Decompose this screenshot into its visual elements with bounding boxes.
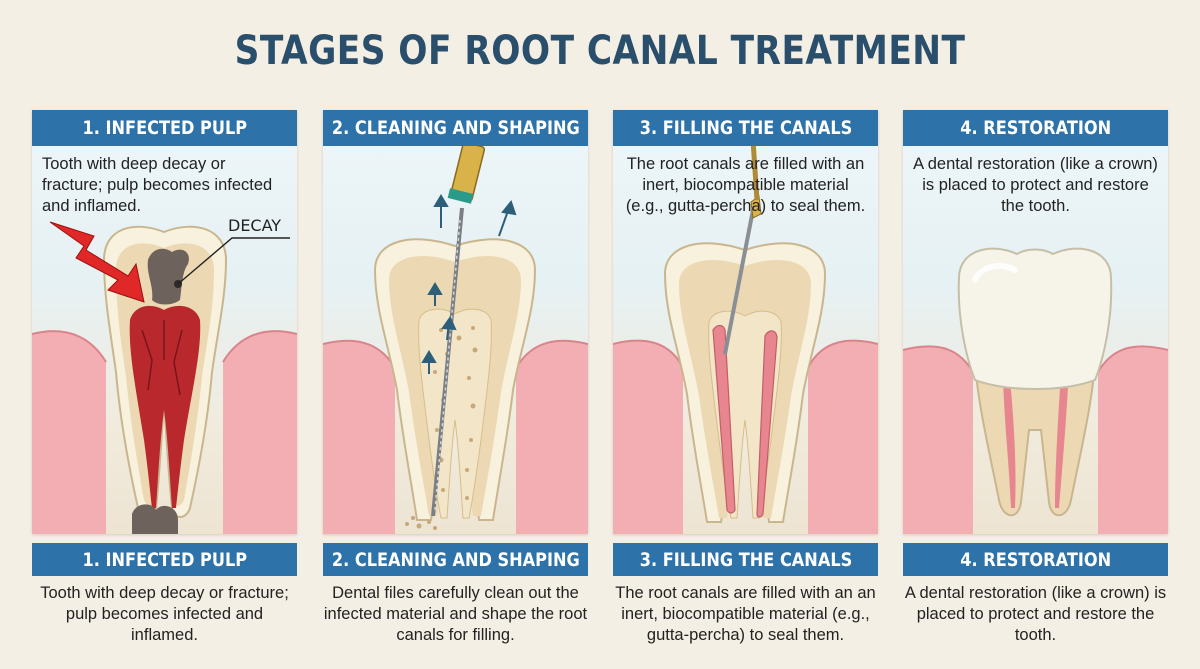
- infected-pulp: [129, 305, 201, 508]
- page-title: STAGES OF ROOT CANAL TREATMENT: [234, 28, 966, 74]
- gum-left: [903, 346, 973, 534]
- file-stopper: [447, 188, 474, 204]
- gum-right: [808, 340, 878, 534]
- filled-canal-left: [1003, 368, 1016, 508]
- caption-text-cleaning-shaping: Dental files carefully clean out the inf…: [323, 584, 588, 644]
- dental-crown: [957, 247, 1113, 390]
- abscess: [132, 504, 178, 534]
- gum-right: [516, 340, 588, 534]
- gum-left: [323, 340, 395, 534]
- caption-text-filling-canals: The root canals are filled with an an in…: [615, 584, 876, 644]
- panel-restoration: 4. RESTORATION A dental restoration (lik…: [903, 110, 1168, 534]
- gum-left: [32, 331, 106, 534]
- tooth-filling-illustration: [613, 139, 878, 534]
- panel-heading: 1. INFECTED PULP: [32, 110, 297, 146]
- gum-right: [223, 331, 297, 534]
- caption-text-infected-pulp: Tooth with deep decay or fracture; pulp …: [40, 584, 289, 644]
- caption-heading-restoration: 4. RESTORATION: [903, 543, 1168, 576]
- caption-heading-cleaning-shaping: 2. CLEANING AND SHAPING: [323, 543, 588, 576]
- panel-infected-pulp: 1. INFECTED PULP Tooth with deep decay o…: [32, 110, 297, 534]
- tooth-restoration-illustration: [903, 247, 1168, 534]
- debris-particles: [405, 326, 478, 530]
- caption-heading-filling-canals: 3. FILLING THE CANALS: [613, 543, 878, 576]
- gum-left: [613, 340, 683, 534]
- filled-canal-right: [1055, 368, 1069, 508]
- tooth-cleaning-illustration: [323, 141, 588, 534]
- panel-description: Tooth with deep decay or fracture; pulp …: [42, 155, 273, 215]
- panel-description: The root canals are filled with an inert…: [625, 155, 866, 215]
- panel-heading: 4. RESTORATION: [903, 110, 1168, 146]
- panel-filling-canals: 3. FILLING THE CANALS The root canals ar…: [613, 110, 878, 534]
- debris-arrows: [421, 194, 517, 374]
- gum-right: [1098, 346, 1168, 534]
- panel-cleaning-shaping: 2. CLEANING AND SHAPING: [323, 110, 588, 534]
- decay-label: DECAY: [228, 216, 282, 235]
- gutta-percha-left: [712, 324, 736, 514]
- caption-heading-infected-pulp: 1. INFECTED PULP: [32, 543, 297, 576]
- caption-text-restoration: A dental restoration (like a crown) is p…: [904, 584, 1167, 644]
- tooth-infected-illustration: [32, 221, 297, 534]
- decay-callout-line: [177, 237, 290, 285]
- decay-cavity: [147, 248, 189, 305]
- plugger-instrument: [723, 209, 755, 355]
- endodontic-file: [431, 207, 464, 517]
- panel-description: A dental restoration (like a crown) is p…: [913, 155, 1158, 215]
- panel-heading: 2. CLEANING AND SHAPING: [323, 110, 588, 146]
- gutta-percha-right: [756, 330, 778, 518]
- pain-bolt-icon: [49, 221, 145, 303]
- panel-heading: 3. FILLING THE CANALS: [613, 110, 878, 146]
